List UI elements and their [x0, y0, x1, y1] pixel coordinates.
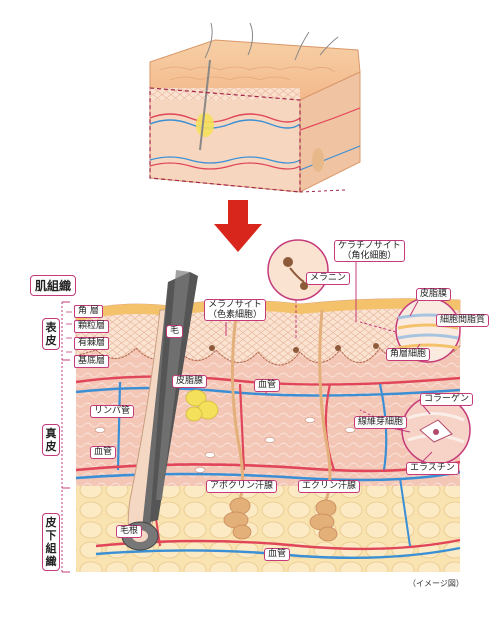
label-sebum-film: 皮脂膜 [416, 288, 452, 301]
down-arrow-icon [214, 200, 262, 252]
label-melanocyte-sub: （色素細胞） [208, 310, 263, 320]
label-intercellular-lipid: 細胞間脂質 [436, 314, 490, 327]
layer-label-subcutaneous: 皮下組織 [42, 513, 60, 571]
sublayer-stratum-basale: 基底層 [74, 355, 110, 368]
label-collagen: コラーゲン [420, 393, 474, 406]
label-lymph-vessel: リンパ管 [90, 405, 135, 418]
sublayer-stratum-spinosum: 有棘層 [74, 337, 110, 350]
label-keratinocyte: ケラチノサイト （角化細胞） [334, 240, 405, 262]
label-keratinocyte-sub: （角化細胞） [342, 251, 397, 261]
label-corneocyte: 角層細胞 [386, 348, 431, 361]
layer-label-epidermis: 表皮 [42, 318, 60, 350]
label-keratinocyte-name: ケラチノサイト [338, 241, 401, 251]
label-blood-vessel-top: 血管 [254, 379, 281, 392]
sublayer-stratum-granulosum: 顆粒層 [74, 320, 110, 333]
label-melanocyte-name: メラノサイト [208, 300, 262, 310]
label-blood-vessel-left: 血管 [90, 446, 117, 459]
label-blood-vessel-bottom: 血管 [264, 548, 291, 561]
image-caption: （イメージ図） [408, 579, 464, 588]
sublayer-stratum-corneum: 角 層 [74, 305, 103, 318]
label-eccrine-gland: エクリン汗腺 [298, 480, 361, 493]
label-fibroblast: 線維芽細胞 [354, 416, 408, 429]
label-elastin: エラスチン [406, 462, 459, 475]
skin-block [149, 22, 361, 193]
label-sebaceous-gland: 皮脂腺 [172, 375, 208, 388]
label-melanocyte: メラノサイト （色素細胞） [204, 299, 267, 321]
melanin-zoom [267, 239, 329, 340]
label-hair: 毛 [166, 325, 184, 338]
layer-label-dermis: 真皮 [42, 424, 60, 456]
label-melanin: メラニン [306, 272, 351, 285]
diagram-title: 肌組織 [30, 275, 77, 296]
label-hair-root: 毛根 [116, 525, 143, 538]
label-apocrine-gland: アポクリン汗腺 [206, 480, 278, 493]
